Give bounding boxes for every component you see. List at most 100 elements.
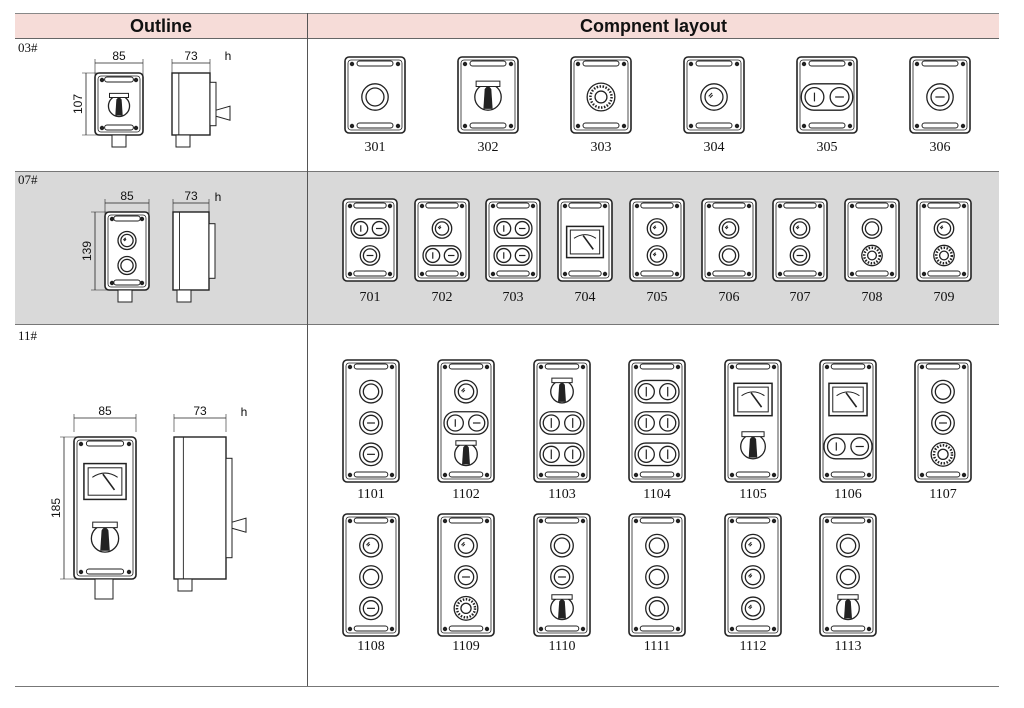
label-slot [695,122,733,129]
screw [387,271,393,277]
enclosure-body [796,56,858,134]
screw [634,203,640,209]
label-slot [104,124,134,131]
indicator-lamp [646,245,668,266]
label-slot [104,76,134,83]
enclosure-body [683,56,745,134]
meter-face [737,386,769,413]
push-button-cap [839,537,857,554]
screw [866,626,872,632]
screw [419,203,425,209]
label-slot [927,202,961,209]
screw [395,123,401,129]
code-label: 708 [862,290,883,305]
enclosure-inner [560,201,610,279]
screw [530,203,536,209]
enclosure-inner [847,201,897,279]
dim-h-11: h [241,405,248,419]
enclosure-body [909,56,971,134]
code-label: 706 [719,290,740,305]
lamp-rays [724,225,729,230]
label-slot [582,122,620,129]
screw [508,123,514,129]
dim-width-07-value: 85 [120,189,134,203]
screw [347,364,353,370]
screw [847,123,853,129]
dim-h-07: h [215,190,222,204]
screw [633,472,639,478]
code-label: 1107 [929,487,956,502]
label-slot [639,517,675,524]
enclosure-1105 [724,359,782,483]
enclosure-body [344,56,406,134]
enclosure-inner [347,59,403,131]
selector-label [475,80,501,87]
cable-gland [117,289,133,303]
meter-needle [750,392,763,408]
indicator-lamp-lens [744,600,762,617]
screw [484,518,490,524]
button-on [826,437,846,456]
push-button [117,255,137,276]
screw [442,364,448,370]
enclosure-inner [727,516,779,634]
indicator-lamp [933,218,955,239]
push-button-cap [864,221,880,236]
meter-needle [845,392,858,408]
screw [729,364,735,370]
button [454,565,478,589]
enclosure-body [724,513,782,637]
label-slot [448,517,484,524]
label-slot [830,517,866,524]
label-slot [830,471,866,478]
label-slot [113,279,141,286]
enclosure-body [628,513,686,637]
side-view [172,211,216,303]
cable-gland [111,134,127,148]
label-slot [921,60,959,67]
screw [462,61,468,67]
screw [801,123,807,129]
screw [866,472,872,478]
screw [771,518,777,524]
meter-frame [83,462,127,501]
label-slot [927,270,961,277]
screw [866,364,872,370]
screw [389,626,395,632]
enclosure-outline-07 [104,211,150,291]
screw [349,123,355,129]
screw [347,203,353,209]
code-label: 301 [365,140,386,155]
side-body [173,436,227,580]
screw [387,203,393,209]
label-slot [925,471,961,478]
screw [847,61,853,67]
side-cover [225,457,233,559]
enclosure-inner [536,516,588,634]
screw [919,472,925,478]
dim-width-11-value: 85 [98,404,112,418]
enclosure-inner [107,214,147,288]
button-off [514,220,530,237]
button-cap [930,87,950,107]
emergency-stop [861,244,883,267]
indicator-lamp [700,83,728,111]
enclosure-inner [417,201,467,279]
screw [729,626,735,632]
enclosure-1110 [533,513,591,637]
label-slot [425,270,459,277]
indicator-lamp [431,218,453,239]
push-button-cap [362,568,380,586]
screw [746,271,752,277]
enclosure-1111 [628,513,686,637]
meter-needle [582,235,594,250]
lamp-rays [748,541,753,547]
screw [771,364,777,370]
double-button [422,245,462,266]
indicator-lamp [646,218,668,239]
screw [866,518,872,524]
enclosure-inner [536,362,588,480]
indicator-lamp-lens [120,233,134,248]
screw [960,123,966,129]
